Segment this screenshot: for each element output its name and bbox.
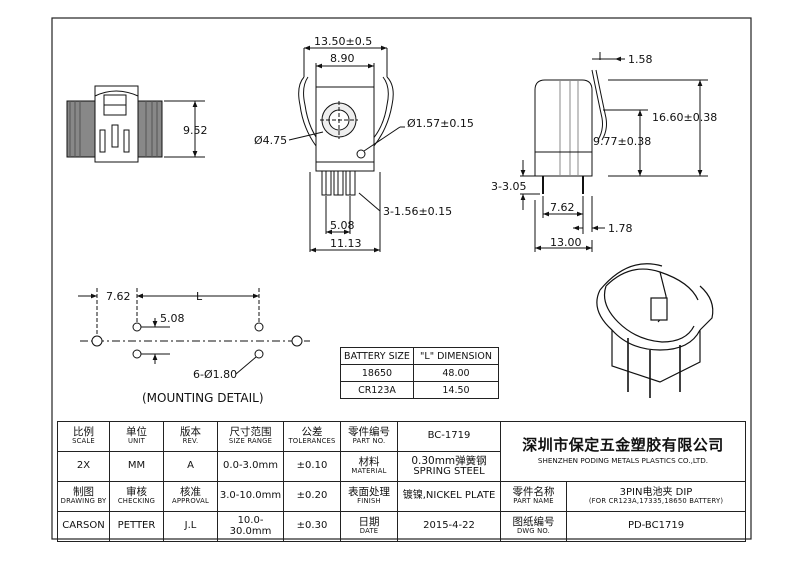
dim-pin-spec: 3-1.56±0.15 (383, 205, 452, 218)
battery-table-cell: 48.00 (413, 364, 499, 382)
front-view (288, 45, 405, 253)
part-no-value: BC-1719 (397, 421, 501, 452)
dim-top-overall: 13.50±0.5 (314, 35, 372, 48)
dim-pin-pitch: 5.08 (330, 219, 355, 232)
dwg-no-value: PD-BC1719 (565, 511, 747, 542)
dim-right-pin-pitch: 7.62 (550, 201, 575, 214)
scale-value: 2X (57, 451, 110, 482)
size-range-3: 10.0-30.0mm (217, 511, 284, 542)
battery-table-header: BATTERY SIZE (340, 347, 414, 365)
dim-right-pin-length: 3-3.05 (491, 180, 526, 193)
dim-contact-dia: Ø4.75 (254, 134, 287, 147)
battery-table-cell: 14.50 (413, 381, 499, 399)
size-range-1: 0.0-3.0mm (217, 451, 284, 482)
isometric-view (596, 263, 714, 398)
battery-table-header: "L" DIMENSION (413, 347, 499, 365)
tolerance-2: ±0.20 (283, 481, 341, 512)
company-name: 深圳市保定五金塑胶有限公司 SHENZHEN PODING METALS PLA… (499, 421, 747, 482)
battery-table-cell: CR123A (340, 381, 414, 399)
dim-left-height: 9.52 (183, 124, 208, 137)
part-name-value: 3PIN电池夹 DIP(FOR CR123A,17335,18650 BATTE… (565, 481, 747, 512)
dim-right-height: 16.60±0.38 (652, 111, 717, 124)
dim-base-width: 11.13 (330, 237, 362, 250)
dim-mount-hole: 6-Ø1.80 (193, 368, 237, 381)
mounting-caption: (MOUNTING DETAIL) (142, 391, 264, 405)
dim-hole-dia: Ø1.57±0.15 (407, 117, 474, 130)
dim-mount-length: L (196, 290, 203, 303)
tolerance-1: ±0.10 (283, 451, 341, 482)
unit-value: MM (109, 451, 164, 482)
tolerance-3: ±0.30 (283, 511, 341, 542)
side-view-left (66, 85, 205, 163)
dim-mount-pitch-x: 7.62 (106, 290, 131, 303)
dim-top-body: 8.90 (330, 52, 355, 65)
dim-right-mid-height: 9.77±0.38 (593, 135, 651, 148)
approval-value: J.L (163, 511, 218, 542)
dim-mount-pitch-y: 5.08 (160, 312, 185, 325)
mounting-detail (78, 288, 310, 375)
battery-table-cell: 18650 (340, 364, 414, 382)
finish-value: 镀镍,NICKEL PLATE (397, 481, 501, 512)
dim-right-top-offset: 1.58 (628, 53, 653, 66)
size-range-2: 3.0-10.0mm (217, 481, 284, 512)
side-view-right (520, 52, 708, 252)
drawn-by-value: CARSON (57, 511, 110, 542)
dim-right-pin-offset: 1.78 (608, 222, 633, 235)
dim-right-base-width: 13.00 (550, 236, 582, 249)
rev-value: A (163, 451, 218, 482)
battery-table: BATTERY SIZE "L" DIMENSION 18650 48.00 C… (340, 347, 499, 399)
date-value: 2015-4-22 (397, 511, 501, 542)
checking-value: PETTER (109, 511, 164, 542)
